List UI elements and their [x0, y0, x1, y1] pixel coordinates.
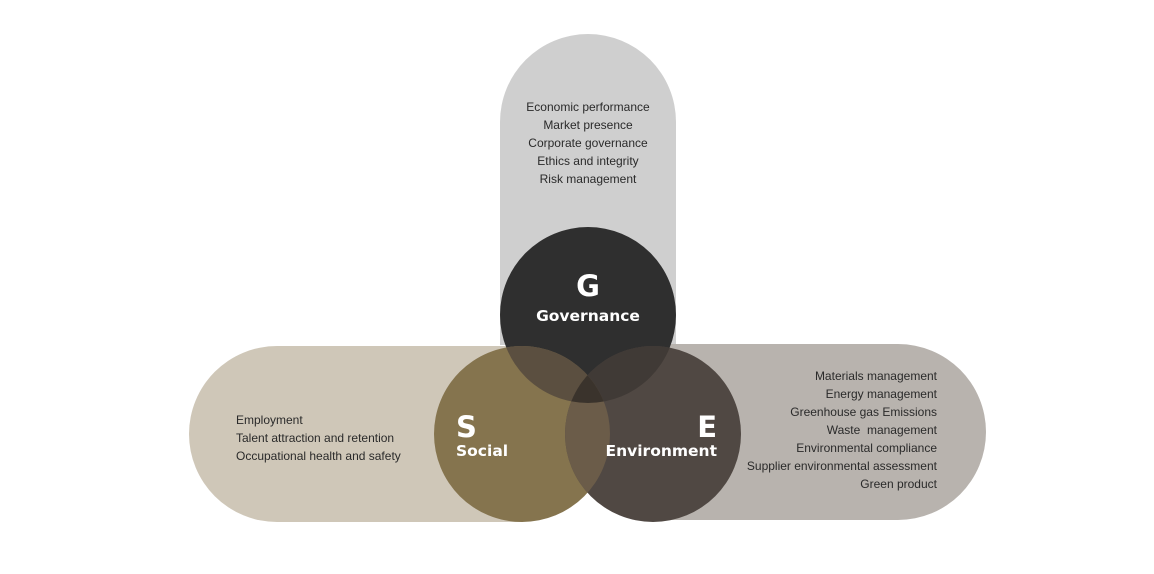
environment-item: Materials management	[815, 369, 938, 383]
social-items: Employment Talent attraction and retenti…	[236, 413, 401, 463]
environment-item: Greenhouse gas Emissions	[790, 405, 937, 419]
governance-letter: G	[576, 269, 600, 303]
environment-item: Environmental compliance	[796, 441, 937, 455]
governance-item: Risk management	[540, 172, 637, 186]
environment-item: Green product	[860, 477, 937, 491]
social-pill	[189, 346, 522, 522]
environment-pill	[653, 344, 986, 520]
environment-letter: E	[697, 410, 717, 444]
governance-item: Ethics and integrity	[537, 154, 638, 168]
social-letter: S	[456, 410, 477, 444]
governance-items: Economic performance Market presence Cor…	[526, 100, 650, 186]
overlap-governance-social	[500, 346, 610, 403]
overlap-governance-environment	[565, 346, 676, 403]
social-item: Talent attraction and retention	[236, 431, 394, 445]
social-item: Occupational health and safety	[236, 449, 401, 463]
environment-title: Environment	[606, 442, 718, 460]
governance-item: Market presence	[543, 118, 633, 132]
governance-item: Corporate governance	[528, 136, 648, 150]
social-title: Social	[456, 442, 508, 460]
environment-item: Waste management	[827, 423, 938, 437]
governance-title: Governance	[536, 307, 640, 325]
environment-item: Supplier environmental assessment	[747, 459, 938, 473]
governance-item: Economic performance	[526, 100, 650, 114]
environment-items: Materials management Energy management G…	[747, 369, 938, 491]
social-item: Employment	[236, 413, 303, 427]
environment-item: Energy management	[826, 387, 938, 401]
